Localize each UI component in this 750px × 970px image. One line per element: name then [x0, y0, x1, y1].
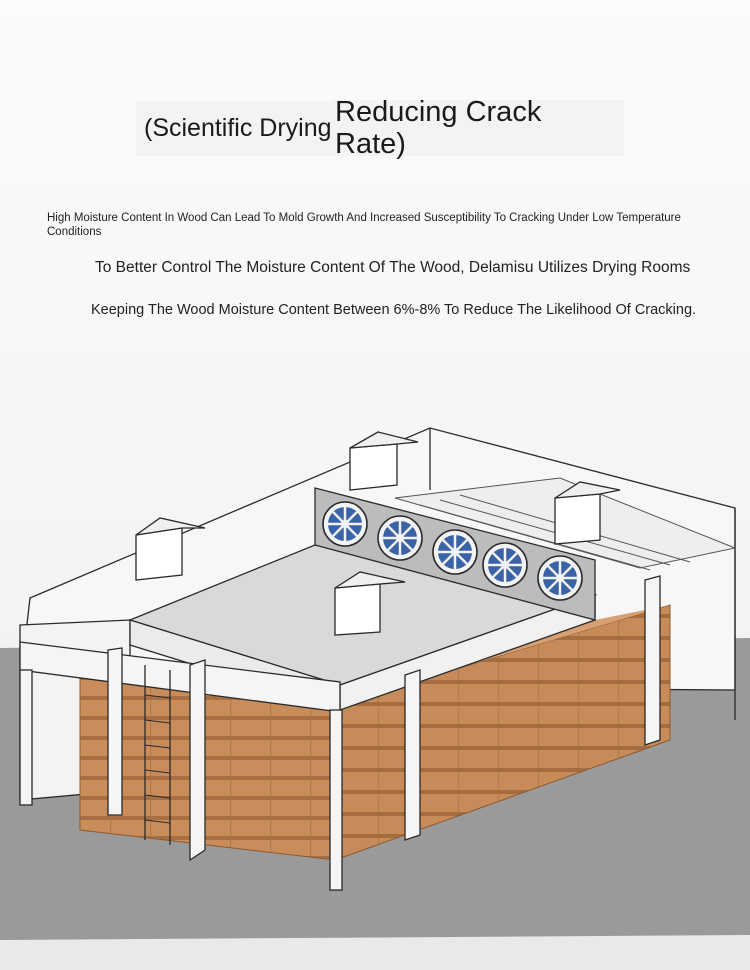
- vent-box-icon: [334, 571, 406, 636]
- fan-icon: [432, 529, 478, 575]
- heading-right: Reducing Crack Rate): [335, 96, 542, 160]
- roof-vents: [135, 431, 621, 636]
- fan-icon: [377, 515, 423, 561]
- fan-icon: [537, 555, 583, 601]
- heading-right-box: [332, 100, 624, 156]
- drying-room-illustration: [0, 427, 750, 970]
- heading-left-box: [136, 102, 332, 156]
- fans: [322, 501, 583, 601]
- door-frame: [19, 575, 661, 891]
- fan-icon: [322, 501, 368, 547]
- drying-rooms-text: To Better Control The Moisture Content O…: [95, 259, 691, 276]
- heading-left: (Scientific Drying: [144, 114, 332, 142]
- mold-warning-text: High Moisture Content In Wood Can Lead T…: [47, 212, 681, 238]
- vent-box-icon: [135, 517, 206, 581]
- moisture-range-text: Keeping The Wood Moisture Content Betwee…: [91, 302, 697, 318]
- fan-icon: [482, 542, 528, 588]
- vent-box-icon: [349, 431, 419, 491]
- vent-box-icon: [554, 481, 621, 545]
